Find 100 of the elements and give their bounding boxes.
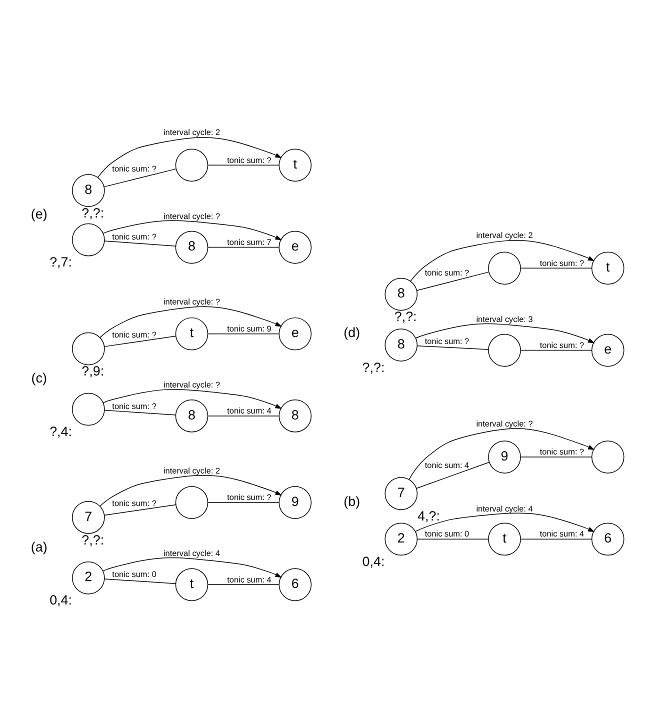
label: (d) bbox=[344, 325, 360, 340]
node-label: 0,4: bbox=[362, 554, 385, 569]
connector bbox=[104, 168, 176, 188]
edge-label: tonic sum: ? bbox=[424, 337, 470, 346]
node-circle: 2 bbox=[384, 522, 418, 556]
edge-label: tonic sum: 4 bbox=[227, 575, 272, 584]
node-circle: e bbox=[278, 317, 312, 350]
edge-label: tonic sum: ? bbox=[540, 448, 584, 457]
node-circle bbox=[175, 486, 208, 519]
node-circle bbox=[591, 440, 624, 474]
connector bbox=[208, 164, 280, 166]
node-circle: t bbox=[175, 317, 208, 350]
connector bbox=[208, 333, 280, 334]
edge-label: tonic sum: ? bbox=[112, 499, 156, 508]
connector bbox=[104, 504, 176, 516]
node-circle bbox=[175, 148, 208, 182]
node-circle: 8 bbox=[384, 278, 418, 311]
node-circle: 9 bbox=[278, 486, 312, 519]
edge-label: tonic sum: 4 bbox=[227, 406, 272, 416]
node-label: ?,?: bbox=[82, 532, 104, 548]
edge-label: tonic sum: ? bbox=[424, 268, 470, 278]
edge-label: tonic sum: ? bbox=[112, 164, 156, 174]
label: (a) bbox=[30, 539, 48, 554]
edge-label: tonic sum: 7 bbox=[227, 238, 272, 247]
edge-label: interval cycle: ? bbox=[476, 419, 533, 428]
node-circle: 8 bbox=[175, 400, 208, 432]
node-circle: 7 bbox=[72, 501, 105, 534]
connector bbox=[104, 578, 176, 584]
arrow bbox=[414, 512, 595, 532]
arrow bbox=[102, 389, 282, 409]
label: (b) bbox=[344, 494, 360, 509]
arrow bbox=[415, 323, 595, 344]
edge-label: tonic sum: ? bbox=[540, 258, 584, 268]
edge-label: interval cycle: ? bbox=[163, 212, 220, 221]
connector bbox=[208, 584, 280, 586]
connector bbox=[520, 538, 592, 540]
edge-label: tonic sum: ? bbox=[112, 330, 156, 340]
node-circle: 8 bbox=[175, 230, 208, 264]
node-circle: e bbox=[278, 230, 312, 264]
edge-label: tonic sum: ? bbox=[540, 340, 584, 350]
node-circle bbox=[488, 334, 521, 367]
node-circle: 8 bbox=[278, 400, 312, 432]
arrow bbox=[408, 428, 595, 480]
edge-label: tonic sum: ? bbox=[112, 232, 156, 242]
arrow bbox=[100, 306, 282, 338]
arrow bbox=[410, 240, 595, 282]
edge-label: interval cycle: 4 bbox=[476, 504, 533, 514]
node-circle: t bbox=[591, 252, 624, 285]
connector bbox=[416, 345, 489, 350]
edge-label: tonic sum: 4 bbox=[540, 530, 584, 539]
node-label: ?,7: bbox=[50, 254, 72, 270]
node-circle: 6 bbox=[278, 568, 312, 602]
connector bbox=[416, 462, 490, 489]
node-label: 0,4: bbox=[50, 592, 72, 608]
node-circle: t bbox=[278, 148, 312, 182]
node-label: ?,?: bbox=[82, 205, 104, 220]
arrow bbox=[102, 557, 282, 578]
edge-label: interval cycle: 2 bbox=[163, 128, 220, 138]
node-circle: 8 bbox=[72, 174, 105, 207]
connector bbox=[416, 538, 488, 540]
label: (e) bbox=[30, 206, 48, 222]
node-circle: 2 bbox=[72, 562, 105, 594]
connector bbox=[104, 336, 176, 347]
edge-label: tonic sum: 4 bbox=[424, 461, 470, 470]
edge-label: tonic sum: 0 bbox=[424, 530, 470, 539]
node-label: ?,4: bbox=[50, 424, 72, 440]
node-label: ?,?: bbox=[362, 360, 385, 375]
arrow bbox=[102, 220, 282, 240]
node-circle bbox=[72, 223, 105, 256]
node-circle bbox=[488, 252, 521, 285]
connector bbox=[520, 268, 592, 269]
connector bbox=[208, 502, 280, 503]
edge-label: interval cycle: 2 bbox=[163, 466, 220, 476]
edge-label: interval cycle: 4 bbox=[163, 549, 220, 558]
node-circle: 8 bbox=[384, 328, 418, 362]
edge-label: interval cycle: 3 bbox=[476, 314, 533, 324]
node-circle: t bbox=[488, 522, 521, 556]
connector bbox=[416, 272, 490, 291]
node-circle: t bbox=[175, 568, 208, 602]
node-circle bbox=[72, 332, 105, 366]
node-circle: 7 bbox=[384, 477, 418, 510]
edge-label: tonic sum: 0 bbox=[112, 570, 156, 580]
node-circle: 6 bbox=[591, 522, 624, 556]
connector bbox=[104, 410, 176, 416]
edge-label: interval cycle: 2 bbox=[476, 231, 533, 240]
connector bbox=[208, 246, 280, 248]
node-label: ?,9: bbox=[82, 364, 104, 379]
arrow bbox=[97, 137, 282, 178]
edge-label: interval cycle: ? bbox=[163, 380, 220, 390]
label: (c) bbox=[31, 370, 47, 386]
edge-label: tonic sum: ? bbox=[112, 402, 156, 412]
connector bbox=[104, 240, 176, 247]
edge-label: tonic sum: ? bbox=[227, 156, 272, 165]
node-label: 4,?: bbox=[418, 508, 440, 524]
edge-label: tonic sum: 9 bbox=[227, 324, 272, 334]
node-circle: 9 bbox=[488, 440, 521, 474]
edge-label: interval cycle: ? bbox=[163, 298, 220, 307]
arrow bbox=[100, 474, 282, 507]
connector bbox=[520, 456, 592, 458]
node-circle bbox=[72, 392, 105, 426]
